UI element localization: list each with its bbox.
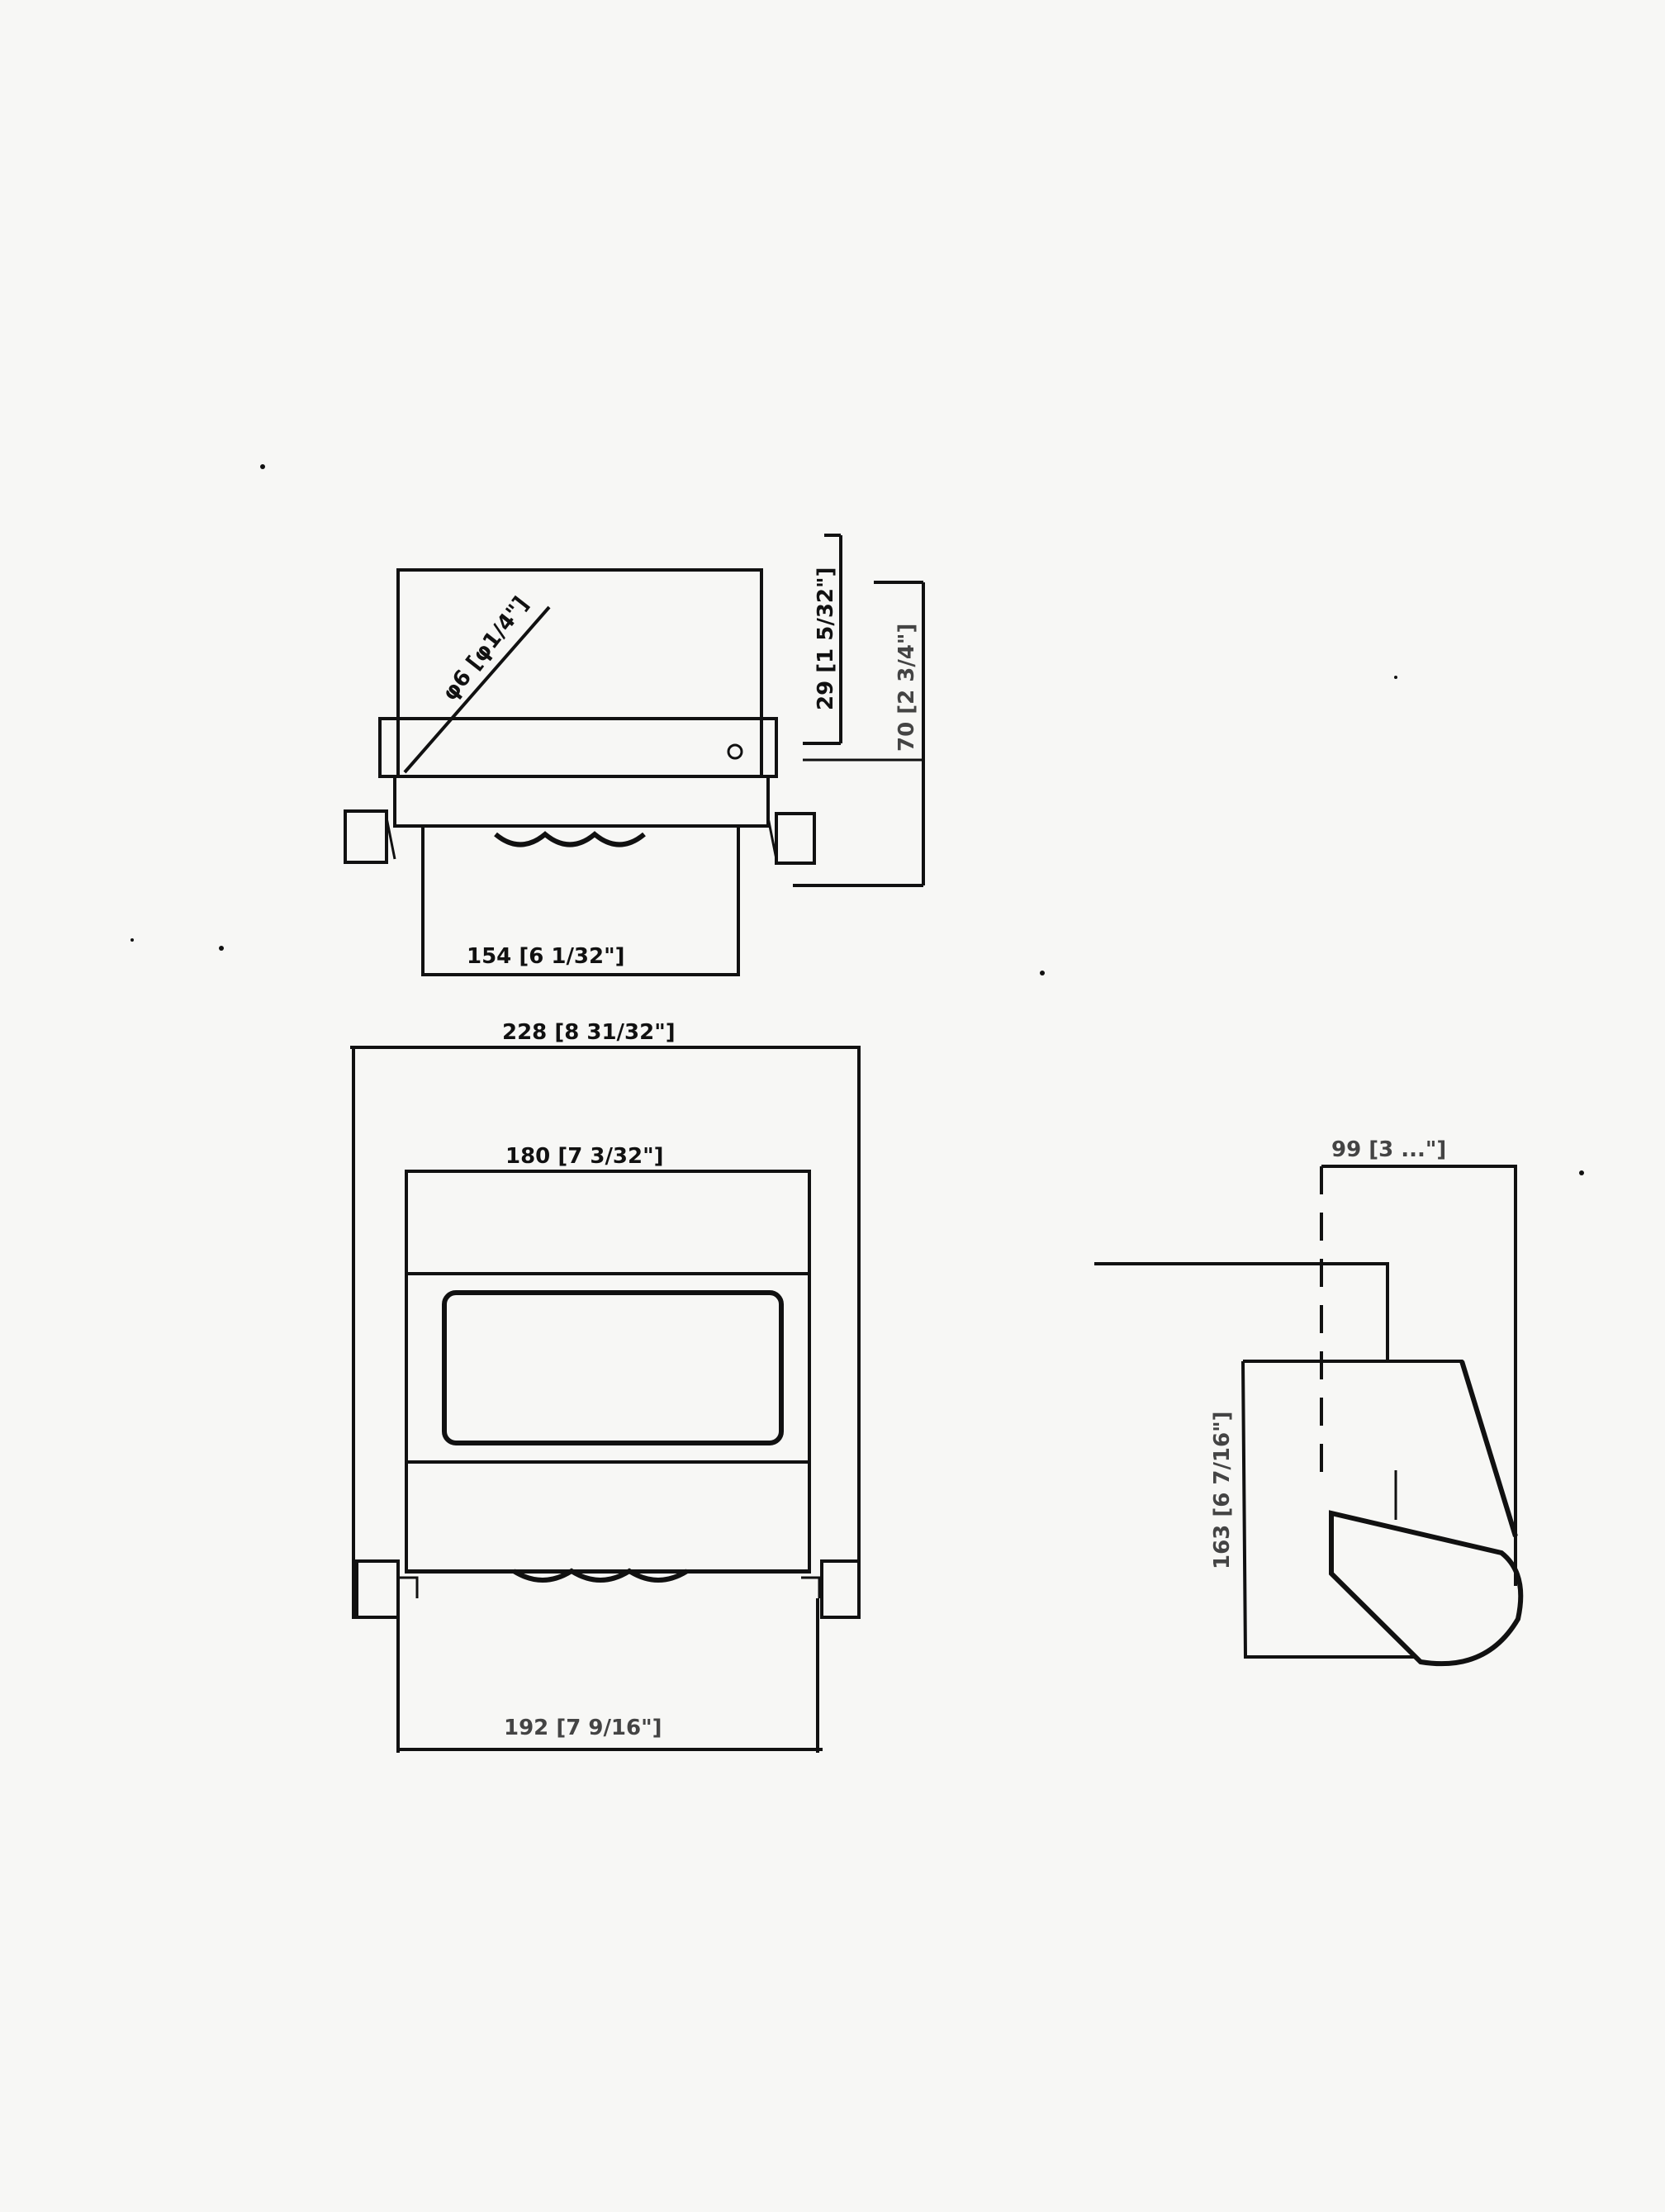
- width-label: 154 [6 1/32"]: [467, 944, 625, 969]
- front-left-handle: [355, 1559, 400, 1619]
- bottom-width-label: 192 [7 9/16"]: [504, 1716, 662, 1740]
- top-view-knobs: [494, 831, 646, 847]
- height-small-dim-line: [803, 534, 842, 745]
- hole-dimension-label: φ6 [φ1/4"]: [438, 592, 534, 705]
- side-slope: [1459, 1360, 1518, 1537]
- front-handle-brackets: [398, 1576, 821, 1598]
- handle-brackets: [385, 817, 778, 860]
- mounting-hole: [727, 743, 743, 760]
- front-lower-band: [405, 1460, 811, 1573]
- side-view: 99 [3 ..."] 163 [6 7/16"]: [1094, 1137, 1524, 1667]
- hole-leader: [403, 605, 551, 774]
- height-small-label: 29 [1 5/32"]: [814, 567, 838, 710]
- display-window: [442, 1290, 784, 1445]
- height-large-label: 70 [2 3/4"]: [894, 624, 919, 752]
- bottom-width-dim-line: [396, 1598, 823, 1753]
- inner-width-label: 180 [7 3/32"]: [505, 1144, 664, 1169]
- side-arm: [1094, 1262, 1389, 1361]
- side-height-label: 163 [6 7/16"]: [1210, 1411, 1235, 1569]
- side-depth-dim-line: [1321, 1165, 1517, 1586]
- right-handle: [775, 812, 816, 865]
- side-body-outline: [1241, 1360, 1414, 1659]
- left-handle: [344, 809, 388, 864]
- overall-width-label: 228 [8 31/32"]: [502, 1020, 676, 1045]
- front-knobs: [512, 1568, 689, 1583]
- height-large-dim-line: [793, 581, 925, 887]
- side-depth-label: 99 [3 ..."]: [1331, 1137, 1446, 1162]
- top-view: φ6 [φ1/4"] 29 [1 5/32"] 70 [2 3/4"] 154 …: [344, 534, 925, 976]
- side-top-outline: [1243, 1360, 1517, 1537]
- top-view-plate: [378, 717, 778, 778]
- scan-specks: [130, 464, 1584, 1175]
- front-inner-housing: [405, 1170, 811, 1574]
- front-outer-frame: [352, 1047, 861, 1619]
- front-right-handle: [820, 1559, 861, 1619]
- top-view-lower-housing: [393, 775, 770, 828]
- front-view: 228 [8 31/32"] 180 [7 3/32"] 192 [7 9/16…: [350, 1020, 861, 1753]
- side-display-head: [1329, 1510, 1524, 1667]
